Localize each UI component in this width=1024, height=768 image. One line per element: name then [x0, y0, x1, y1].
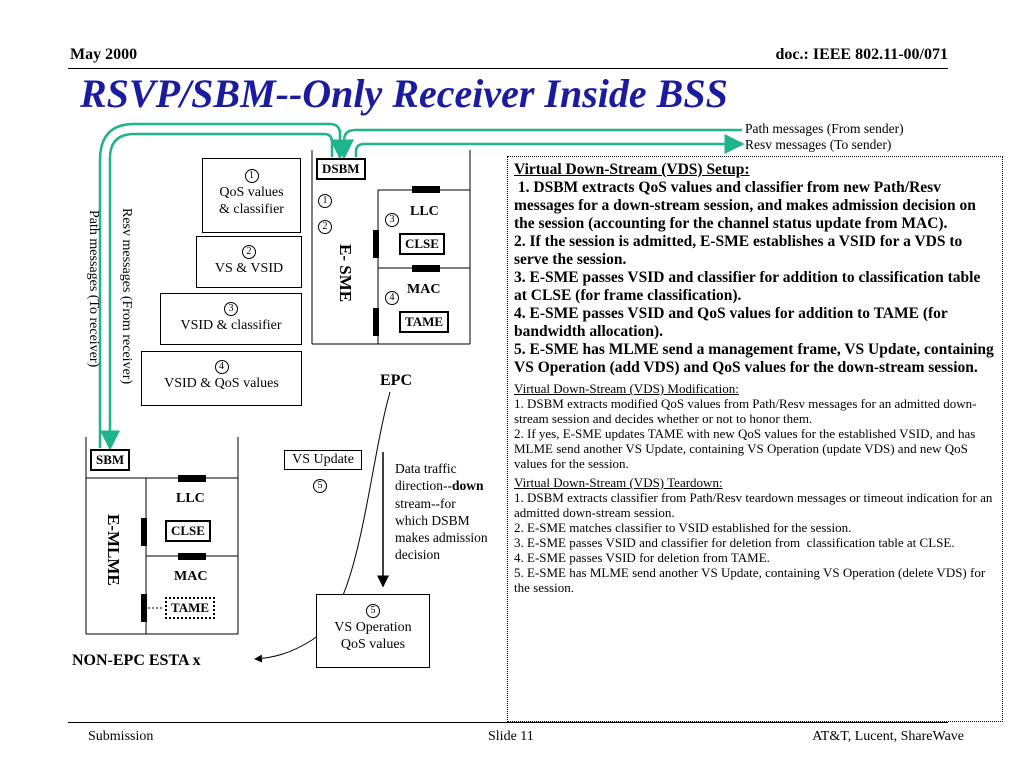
step-4-box: 4 VSID & QoS values	[141, 351, 302, 406]
step-2-box: 2 VS & VSID	[196, 236, 302, 288]
path-to-receiver-arrow	[100, 132, 334, 451]
vs-operation-box: 5 VS Operation QoS values	[316, 594, 430, 668]
vds-teardown-item-5: 5. E-SME has MLME send another VS Update…	[514, 565, 986, 595]
header-date: May 2000	[70, 46, 138, 63]
vds-modification-item-2: 2. If yes, E-SME updates TAME with new Q…	[514, 426, 976, 471]
step-1-number: 1	[244, 168, 259, 183]
vds-teardown-item-4: 4. E-SME passes VSID for deletion from T…	[514, 550, 770, 565]
step-3-line-1: VSID & classifier	[180, 318, 282, 333]
vds-teardown-item-1: 1. DSBM extracts classifier from Path/Re…	[514, 490, 993, 520]
vs-operation-line-1: VS Operation	[334, 620, 412, 635]
esta-tame-box: TAME	[165, 597, 216, 619]
esta-llc-sap	[178, 475, 206, 482]
data-traffic-line-1: Data traffic	[395, 461, 457, 476]
epc-mark-3: 3	[385, 213, 399, 227]
vds-description-panel: Virtual Down-Stream (VDS) Setup: 1. DSBM…	[507, 156, 1003, 722]
vds-modification-item-1: 1. DSBM extracts modified QoS values fro…	[514, 396, 977, 426]
step-3-number: 3	[224, 301, 238, 316]
step-2-line-1: VS & VSID	[214, 261, 284, 276]
vds-setup-item-2: 2. If the session is admitted, E-SME est…	[514, 233, 963, 268]
step-4-number: 4	[214, 359, 229, 374]
vds-teardown-item-3: 3. E-SME passes VSID and classifier for …	[514, 535, 955, 550]
epc-llc-sap	[412, 186, 440, 193]
epc-tame-sap	[373, 308, 379, 336]
resv-to-sender-arrow	[354, 134, 745, 157]
path-to-receiver-label: Path messages (To receiver)	[86, 210, 101, 368]
step-1-line-2: & classifier	[219, 202, 284, 217]
slide-title: RSVP/SBM--Only Receiver Inside BSS	[80, 71, 728, 116]
esta-label: NON-EPC ESTA x	[72, 652, 201, 669]
step-4-line-1: VSID & QoS values	[164, 376, 279, 391]
epc-clse-sap	[373, 230, 379, 258]
epc-mark-1: 1	[318, 194, 332, 208]
epc-label: EPC	[380, 372, 412, 389]
esta-clse-box: CLSE	[165, 520, 211, 542]
esta-llc-label: LLC	[176, 491, 205, 506]
resv-to-sender-label: Resv messages (To sender)	[745, 137, 892, 152]
esta-mac-sap	[178, 553, 206, 560]
vs-operation-line-2: QoS values	[340, 637, 406, 652]
epc-tame-box: TAME	[399, 311, 450, 333]
step-2-number: 2	[242, 244, 256, 259]
e-mlme-label: E-MLME	[104, 514, 123, 586]
vs-update-number: 5	[313, 479, 327, 493]
data-traffic-line-2b: down	[451, 478, 484, 494]
sbm-box: SBM	[90, 449, 131, 471]
vds-setup-title: Virtual Down-Stream (VDS) Setup:	[514, 161, 750, 178]
e-sme-label: E- SME	[336, 244, 355, 303]
footer-submission: Submission	[88, 729, 154, 744]
step-3-box: 3 VSID & classifier	[160, 293, 302, 345]
epc-mark-4: 4	[385, 291, 399, 305]
epc-llc-label: LLC	[410, 204, 439, 219]
resv-from-receiver-label: Resv messages (From receiver)	[119, 208, 134, 385]
data-traffic-line-4: which DSBM	[395, 512, 470, 528]
epc-mac-label: MAC	[407, 282, 441, 297]
step-1-line-1: QoS values	[219, 185, 284, 200]
dsbm-box: DSBM	[316, 158, 366, 180]
epc-mark-2: 2	[318, 220, 332, 234]
header-doc-id: doc.: IEEE 802.11-00/071	[775, 46, 948, 63]
data-traffic-line-5: makes admission	[395, 530, 488, 546]
data-traffic-line-2a: direction--	[395, 478, 452, 494]
vds-setup-item-1: 1. DSBM extracts QoS values and classifi…	[514, 179, 980, 232]
footer-authors: AT&T, Lucent, ShareWave	[812, 729, 964, 744]
epc-clse-box: CLSE	[399, 233, 445, 255]
vs-operation-number: 5	[366, 603, 380, 618]
data-traffic-text: Data traffic direction--down stream--for…	[395, 460, 488, 564]
vds-teardown-title: Virtual Down-Stream (VDS) Teardown:	[514, 475, 723, 490]
footer-divider	[68, 722, 948, 723]
data-traffic-line-3: stream--for	[395, 495, 456, 511]
vds-teardown-item-2: 2. E-SME matches classifier to VSID esta…	[514, 520, 852, 535]
vds-setup-item-3: 3. E-SME passes VSID and classifier for …	[514, 269, 981, 304]
vs-update-box: VS Update	[284, 450, 362, 470]
step-1-box: 1 QoS values & classifier	[202, 158, 301, 233]
resv-from-receiver-arrow	[98, 122, 350, 448]
path-from-sender-label: Path messages (From sender)	[745, 121, 904, 136]
epc-mac-sap	[412, 265, 440, 272]
esta-tame-sap	[141, 594, 147, 622]
data-traffic-line-6: decision	[395, 547, 440, 563]
esta-mac-label: MAC	[174, 569, 208, 584]
footer-slide-number: Slide 11	[488, 729, 534, 744]
esta-clse-sap	[141, 518, 147, 546]
header-divider	[68, 68, 948, 69]
vds-setup-item-5: 5. E-SME has MLME send a management fram…	[514, 341, 994, 376]
vds-setup-item-4: 4. E-SME passes VSID and QoS values for …	[514, 305, 948, 340]
vds-modification-title: Virtual Down-Stream (VDS) Modification:	[514, 381, 739, 396]
